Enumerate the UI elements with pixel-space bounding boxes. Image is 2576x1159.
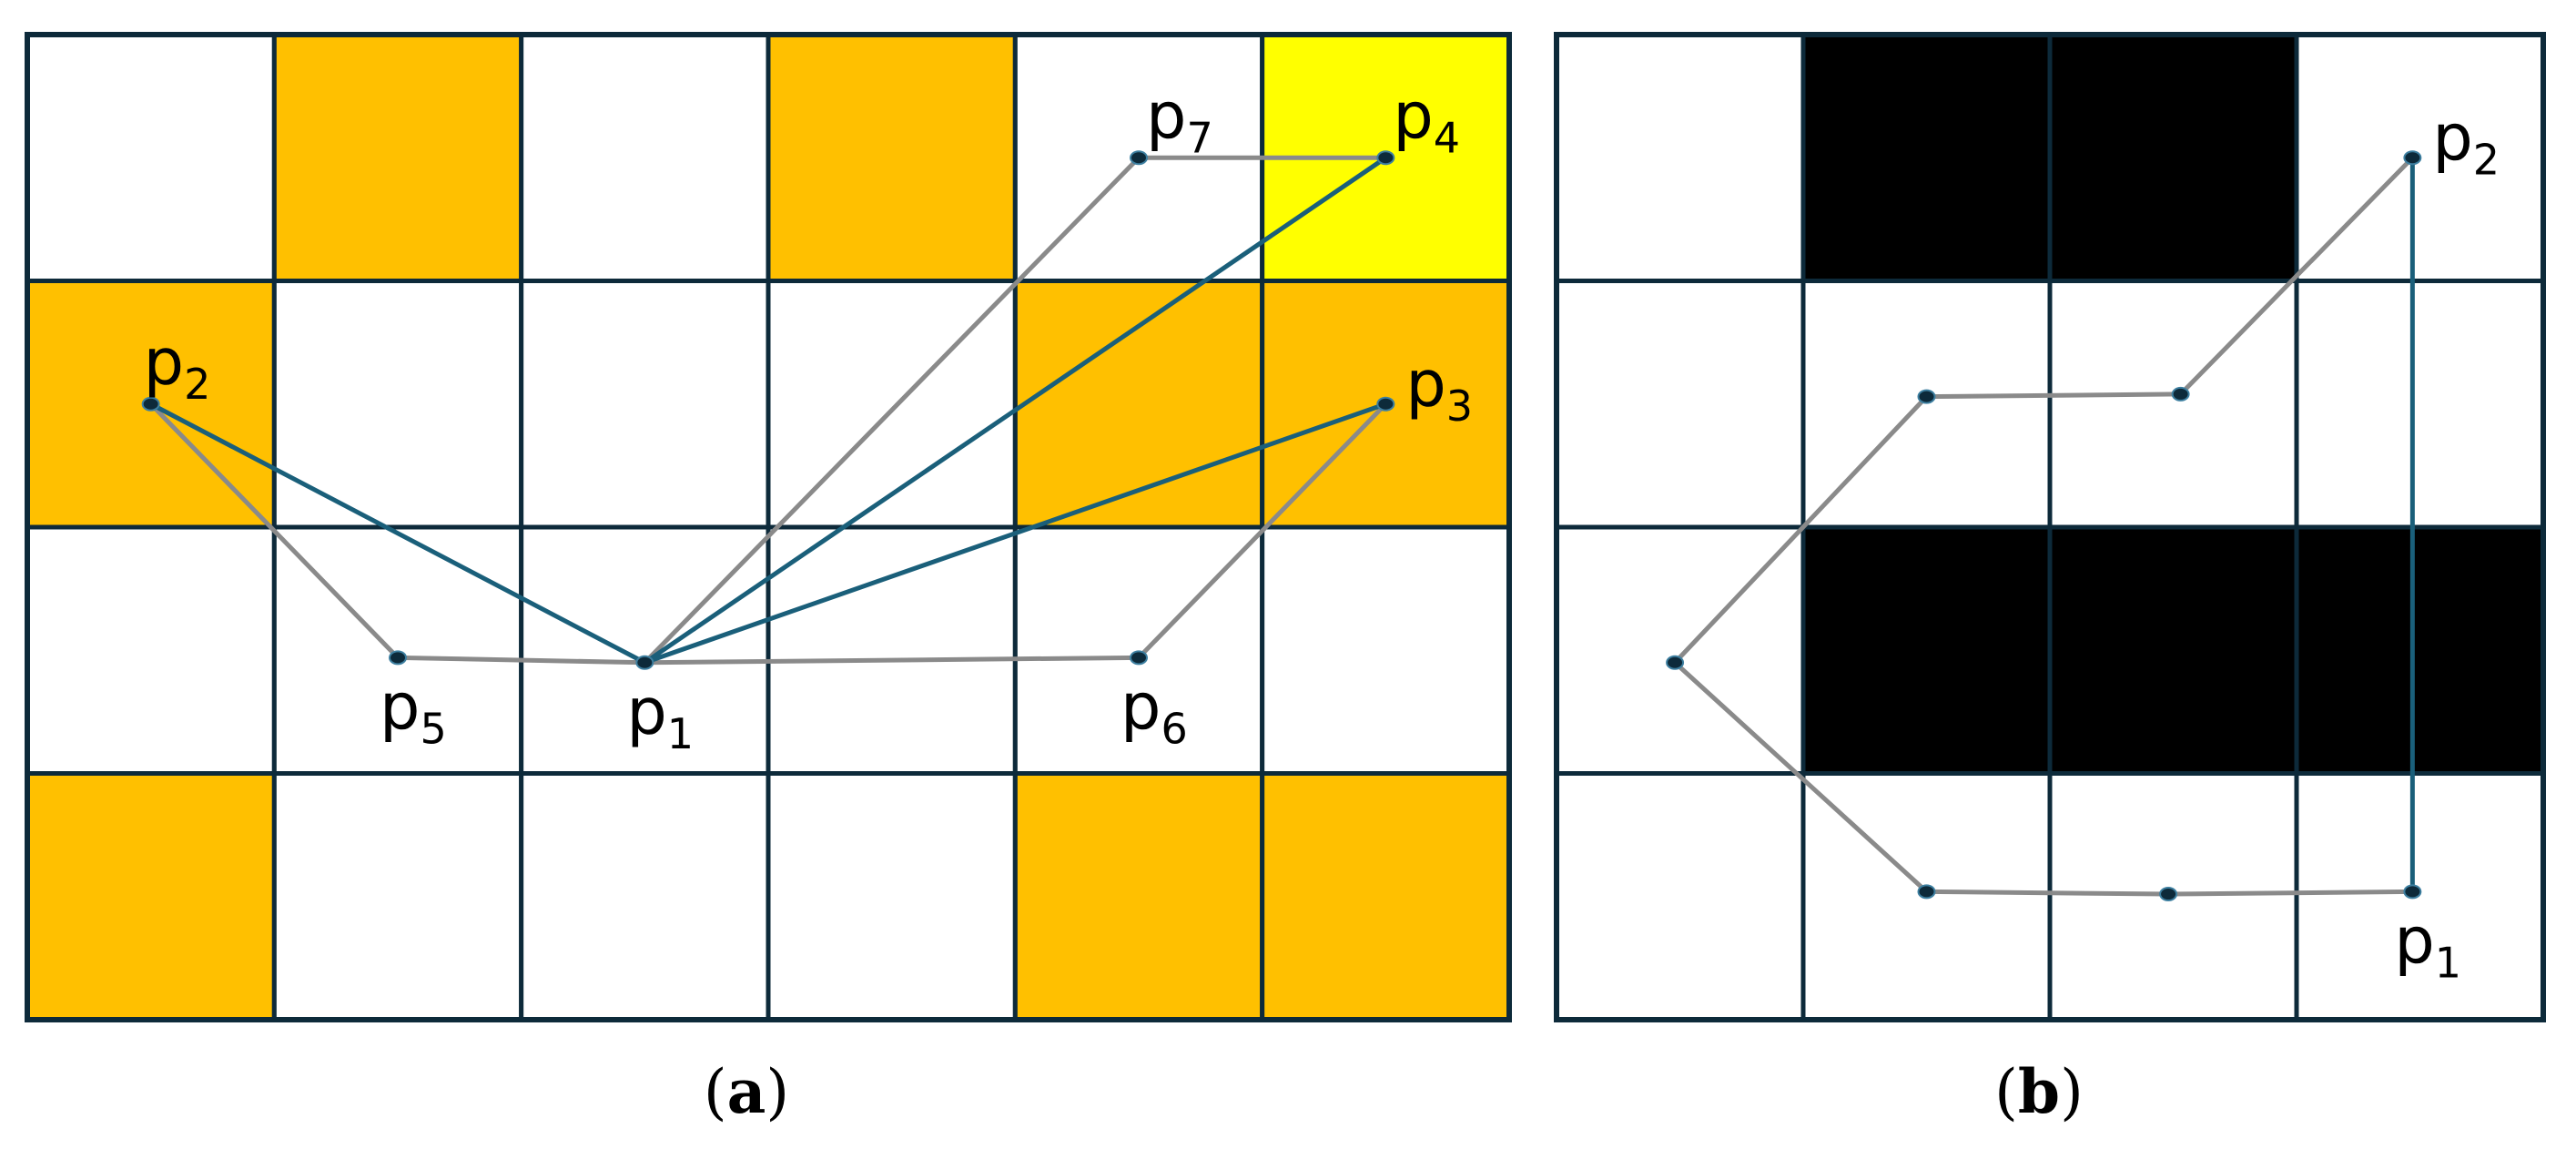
node-p2	[141, 396, 160, 412]
grid-cell	[25, 524, 277, 776]
node-p1	[635, 655, 654, 670]
grid-cell	[766, 279, 1018, 530]
node-label-p2: p2	[2432, 100, 2500, 184]
grid-cell	[1800, 32, 2053, 283]
grid-cell	[2047, 279, 2299, 530]
node-p7	[1130, 150, 1148, 166]
grid-cell	[2294, 771, 2546, 1022]
blue-edge	[642, 402, 1388, 666]
node-q2	[2171, 386, 2190, 402]
node-label-p2: p2	[144, 325, 211, 409]
grid-cell	[25, 32, 277, 283]
gray-edge	[642, 655, 1141, 666]
gray-edge	[1924, 391, 2184, 400]
grid-cell	[1260, 524, 1512, 776]
grid-cell	[271, 32, 524, 283]
node-p3	[1376, 396, 1395, 412]
grid-border	[25, 32, 1512, 1022]
grid-cell	[1260, 771, 1512, 1022]
gray-edge	[2178, 155, 2415, 397]
node-q4	[1917, 884, 1936, 900]
gray-edge	[642, 155, 1141, 666]
panel-b-caption: (b)	[1994, 1056, 2084, 1127]
grid-border	[1554, 32, 2546, 1022]
gray-edge	[1924, 889, 2171, 897]
node-p4	[1376, 150, 1395, 166]
node-label-p7: p7	[1146, 78, 1213, 162]
grid-cell	[766, 32, 1018, 283]
node-q1	[1917, 389, 1936, 404]
grid-cell	[519, 771, 771, 1022]
node-q3	[1666, 655, 1685, 670]
grid-cell	[271, 771, 524, 1022]
gray-edge	[2165, 889, 2415, 897]
gray-edge	[1672, 660, 1929, 894]
node-label-p1: p1	[626, 675, 694, 758]
node-label-p4: p4	[1393, 78, 1460, 162]
node-label-p3: p3	[1405, 347, 1473, 431]
grid-cell	[519, 32, 771, 283]
node-label-p5: p5	[380, 669, 447, 753]
grid-cell	[2047, 32, 2299, 283]
panel-b-grid: p1 p2	[1554, 32, 2546, 1022]
node-q5	[2159, 887, 2178, 902]
node-p5	[389, 650, 407, 666]
gray-edge	[148, 402, 401, 660]
panel-a-grid: p1 p2 p3 p4 p5 p6 p7	[25, 32, 1512, 1022]
blue-edge	[148, 402, 647, 666]
node-p2	[2403, 150, 2422, 166]
grid-cell	[2294, 524, 2546, 776]
node-p6	[1130, 650, 1148, 666]
gray-edge	[395, 655, 647, 666]
grid-cell	[25, 771, 277, 1022]
gray-edge	[1672, 394, 1929, 666]
node-label-p1: p1	[2394, 903, 2461, 987]
grid-cell	[519, 279, 771, 530]
node-p1	[2403, 884, 2422, 900]
grid-cell	[1554, 771, 1806, 1022]
grid-cell	[2294, 279, 2546, 530]
blue-edge	[642, 155, 1388, 666]
grid-cell	[766, 524, 1018, 776]
gray-edge	[1136, 402, 1388, 660]
grid-cell	[1012, 771, 1265, 1022]
grid-cell	[1554, 32, 1806, 283]
grid-cell	[766, 771, 1018, 1022]
grid-cell	[2047, 524, 2299, 776]
grid-cell	[519, 524, 771, 776]
panel-a-caption: (a)	[704, 1056, 789, 1127]
node-label-p6: p6	[1121, 669, 1188, 753]
grid-cell	[1554, 279, 1806, 530]
grid-cell	[1800, 524, 2053, 776]
